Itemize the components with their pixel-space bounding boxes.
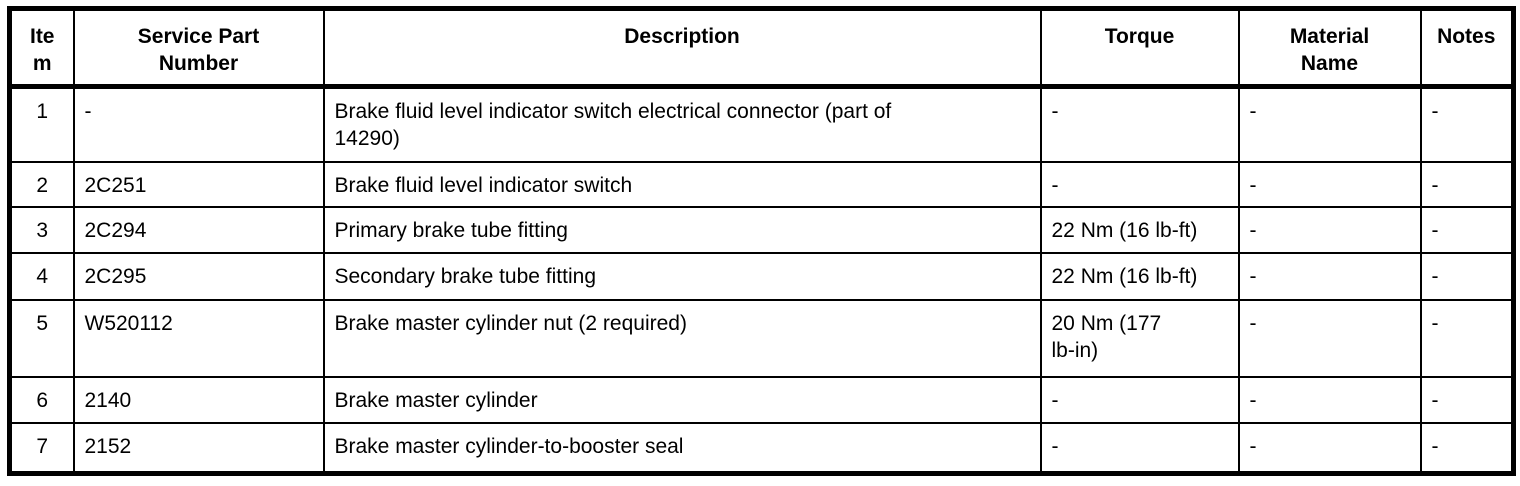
- cell-description: Secondary brake tube fitting: [322, 252, 1042, 302]
- cell-description: Primary brake tube fitting: [322, 206, 1042, 255]
- header-cell-torque: Torque: [1039, 7, 1240, 89]
- cell-description: Brake master cylinder-to-booster seal: [322, 422, 1042, 475]
- cell-notes: -: [1419, 422, 1515, 475]
- cell-torque: -: [1039, 85, 1240, 164]
- cell-item: 7: [8, 422, 75, 475]
- cell-material-name: -: [1237, 252, 1422, 302]
- cell-notes: -: [1419, 252, 1515, 302]
- cell-torque: -: [1039, 422, 1240, 475]
- cell-notes: -: [1419, 85, 1515, 164]
- table-row: 1 - Brake fluid level indicator switch e…: [8, 85, 1515, 164]
- table-row: 6 2140 Brake master cylinder - - -: [8, 376, 1515, 425]
- cell-description: Brake master cylinder: [322, 376, 1042, 425]
- cell-service-part-number: W520112: [72, 299, 325, 379]
- cell-notes: -: [1419, 376, 1515, 425]
- cell-material-name: -: [1237, 299, 1422, 379]
- cell-description: Brake fluid level indicator switch: [322, 161, 1042, 209]
- cell-torque: -: [1039, 376, 1240, 425]
- cell-material-name: -: [1237, 161, 1422, 209]
- cell-description: Brake master cylinder nut (2 required): [322, 299, 1042, 379]
- table-row: 2 2C251 Brake fluid level indicator swit…: [8, 161, 1515, 209]
- header-cell-item: Item: [8, 7, 75, 89]
- cell-material-name: -: [1237, 206, 1422, 255]
- table-row: 4 2C295 Secondary brake tube fitting 22 …: [8, 252, 1515, 302]
- cell-notes: -: [1419, 206, 1515, 255]
- header-cell-description: Description: [322, 7, 1042, 89]
- cell-item: 1: [8, 85, 75, 164]
- cell-service-part-number: 2C251: [72, 161, 325, 209]
- cell-description: Brake fluid level indicator switch elect…: [322, 85, 1042, 164]
- table-row: 5 W520112 Brake master cylinder nut (2 r…: [8, 299, 1515, 379]
- cell-service-part-number: 2152: [72, 422, 325, 475]
- table-body: 1 - Brake fluid level indicator switch e…: [8, 85, 1515, 475]
- header-cell-notes: Notes: [1419, 7, 1515, 89]
- cell-notes: -: [1419, 161, 1515, 209]
- header-cell-material-name: Material Name: [1237, 7, 1422, 89]
- cell-service-part-number: 2C294: [72, 206, 325, 255]
- cell-service-part-number: -: [72, 85, 325, 164]
- cell-service-part-number: 2C295: [72, 252, 325, 302]
- cell-item: 6: [8, 376, 75, 425]
- cell-item: 3: [8, 206, 75, 255]
- cell-torque: 22 Nm (16 lb-ft): [1039, 206, 1240, 255]
- cell-item: 4: [8, 252, 75, 302]
- cell-torque: -: [1039, 161, 1240, 209]
- cell-torque: 20 Nm (177 lb-in): [1039, 299, 1240, 379]
- service-parts-table: Item Service Part Number Description Tor…: [7, 6, 1516, 476]
- cell-item: 5: [8, 299, 75, 379]
- cell-item: 2: [8, 161, 75, 209]
- table-row: 3 2C294 Primary brake tube fitting 22 Nm…: [8, 206, 1515, 255]
- cell-torque: 22 Nm (16 lb-ft): [1039, 252, 1240, 302]
- cell-material-name: -: [1237, 85, 1422, 164]
- table-row: 7 2152 Brake master cylinder-to-booster …: [8, 422, 1515, 475]
- header-row: Item Service Part Number Description Tor…: [8, 7, 1515, 89]
- table-header: Item Service Part Number Description Tor…: [8, 7, 1515, 89]
- cell-service-part-number: 2140: [72, 376, 325, 425]
- cell-material-name: -: [1237, 422, 1422, 475]
- cell-material-name: -: [1237, 376, 1422, 425]
- cell-notes: -: [1419, 299, 1515, 379]
- header-cell-service-part-number: Service Part Number: [72, 7, 325, 89]
